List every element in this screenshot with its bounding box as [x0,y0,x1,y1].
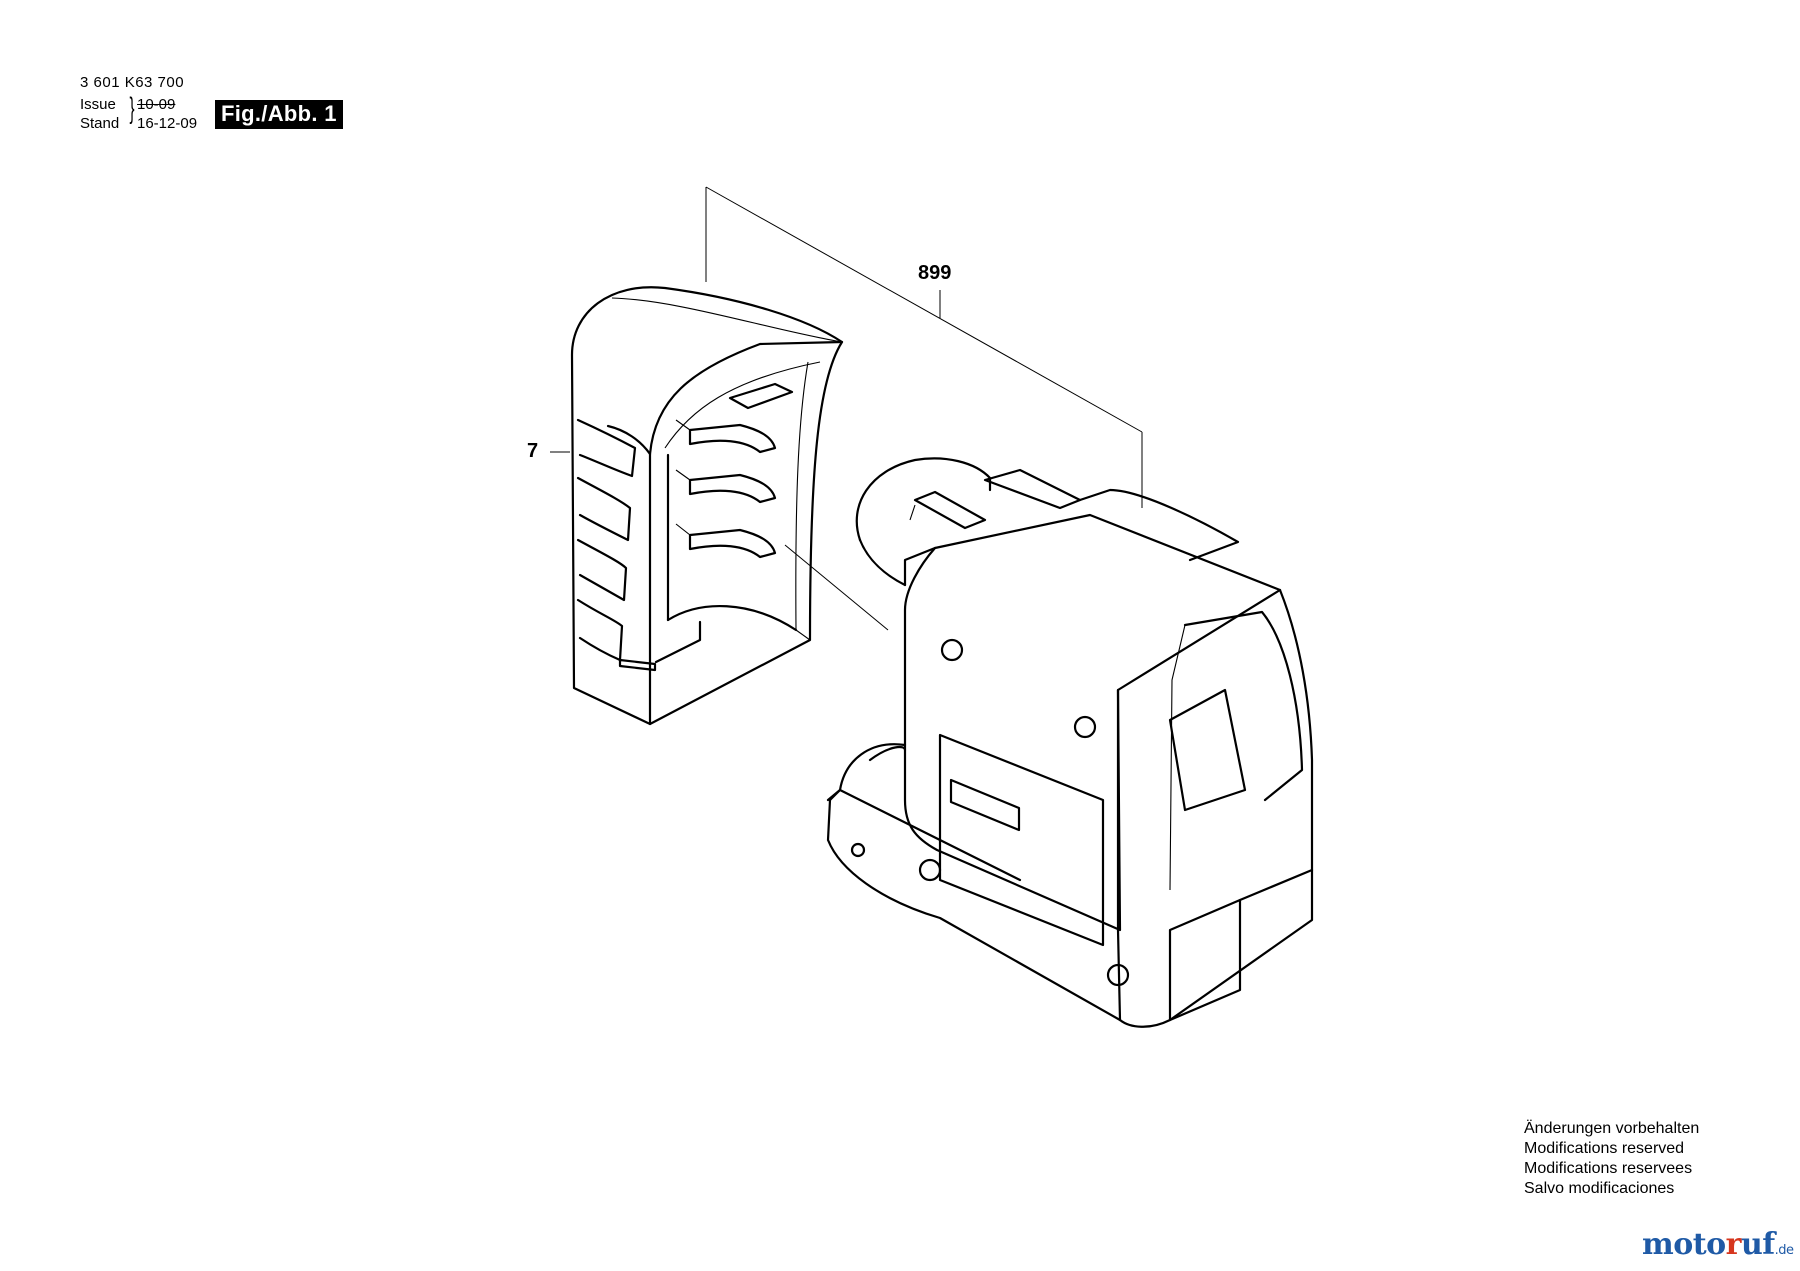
brace-bracket: } [129,92,135,125]
modification-notes: Änderungen vorbehalten Modifications res… [1524,1119,1699,1199]
stand-value: 16-12-09 [137,115,198,132]
watermark-part-c: uf [1740,1227,1775,1262]
watermark-logo: motoruf.de [1642,1227,1794,1262]
issue-label: Issue [80,96,116,113]
note-spanish: Salvo modificaciones [1524,1180,1675,1197]
laser-body-899 [826,457,1314,1028]
stand-label: Stand [80,115,120,132]
note-english: Modifications reserved [1524,1140,1685,1157]
watermark-part-a: moto [1642,1227,1726,1262]
callout-899: 899 [918,262,952,284]
watermark-part-b: r [1725,1227,1742,1262]
note-french: Modifications reservees [1524,1160,1693,1177]
part-number: 3 601 K63 700 [80,74,185,91]
note-german: Änderungen vorbehalten [1524,1120,1700,1137]
watermark-tld: .de [1774,1243,1794,1258]
callout-7: 7 [527,440,539,462]
assembly-bracket-899 [705,186,1143,508]
issue-value: 10-09 [137,96,176,113]
cover-part-7 [570,286,889,726]
figure-badge: Fig./Abb. 1 [215,100,343,129]
